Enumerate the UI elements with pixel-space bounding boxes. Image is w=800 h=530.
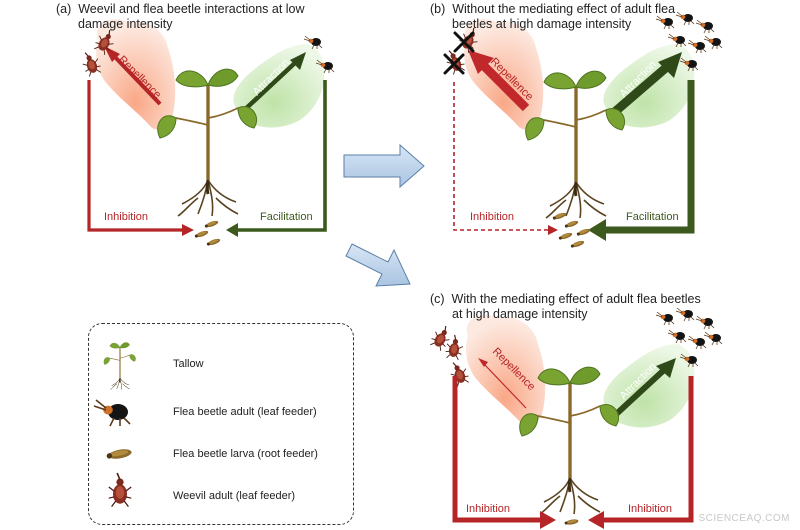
- attraction-arrow: [607, 62, 671, 120]
- facilitation-label: Facilitation: [260, 211, 313, 223]
- process-arrow-a-to-c: [345, 243, 411, 287]
- inhibition-link: [453, 82, 548, 231]
- flea-beetle-larva-icon: [564, 518, 579, 526]
- facilitation-link: [238, 80, 327, 232]
- flea-beetle-larva-icon: [558, 231, 573, 241]
- process-arrow-a-to-b: [343, 143, 425, 189]
- flea-beetle-larva-icon: [576, 227, 591, 237]
- flea-beetle-larva-icon: [552, 211, 567, 221]
- attraction-arrow: [609, 367, 667, 421]
- panel-a-title: (a) Weevil and flea beetle interactions …: [56, 2, 356, 32]
- flea-beetle-larva-icon: [204, 219, 219, 229]
- legend-label: Tallow: [173, 358, 204, 370]
- legend-item-weevil-adult: Weevil adult (leaf feeder): [89, 478, 349, 518]
- repellence-arrow: [112, 54, 162, 106]
- legend-item-flea-beetle-adult: Flea beetle adult (leaf feeder): [89, 394, 349, 434]
- panel-c: Repellence Attraction Inhibition Inhibit…: [427, 307, 723, 529]
- panel-a-title-line1: (a) Weevil and flea beetle interactions …: [56, 2, 305, 16]
- flea-beetle-adult-icon: [703, 331, 723, 346]
- repellence-arrow: [478, 60, 530, 112]
- legend: Tallow Flea beetle adult (leaf feeder) F…: [88, 323, 354, 525]
- panel-a: Repellence Attraction Inhibition Facilit…: [78, 19, 335, 247]
- inhibition-link: [87, 80, 182, 232]
- panel-b-title-line1: (b) Without the mediating effect of adul…: [430, 2, 676, 16]
- legend-label: Weevil adult (leaf feeder): [173, 490, 296, 502]
- facilitation-link: [604, 80, 695, 234]
- weevil-adult-icon: [443, 333, 466, 361]
- panel-c-title: (c) With the mediating effect of adult f…: [430, 292, 760, 322]
- flea-beetle-adult-icon: [687, 39, 707, 54]
- legend-label: Flea beetle larva (root feeder): [173, 448, 318, 460]
- inhibition-label: Inhibition: [628, 503, 672, 515]
- inhibition-label: Inhibition: [104, 211, 148, 223]
- repellence-cloud: Repellence: [466, 315, 546, 426]
- panel-b-title-line2: beetles at high damage intensity: [452, 17, 632, 31]
- watermark: SCIENCEAQ.COM: [698, 513, 790, 524]
- flea-beetle-larva-icon: [194, 229, 209, 239]
- attraction-cloud: Attraction: [603, 44, 695, 128]
- flea-beetle-larva-icon: [570, 239, 585, 249]
- flea-beetle-adult-icon: [667, 329, 687, 344]
- legend-item-flea-beetle-larva: Flea beetle larva (root feeder): [89, 436, 349, 476]
- weevil-adult-icon: [446, 358, 472, 388]
- panel-b-title: (b) Without the mediating effect of adul…: [430, 2, 760, 32]
- panel-a-title-line2: damage intensity: [78, 17, 173, 31]
- flea-beetle-larva-icon: [206, 237, 221, 247]
- inhibition-label: Inhibition: [470, 211, 514, 223]
- inhibition-link: [452, 376, 540, 523]
- repellence-cloud: Repellence: [96, 19, 176, 130]
- panel-c-title-line1: (c) With the mediating effect of adult f…: [430, 292, 701, 306]
- inhibition-label: Inhibition: [466, 503, 510, 515]
- panel-b: Repellence Attraction Inhibition Facilit…: [442, 11, 723, 249]
- flea-beetle-adult-icon: [703, 35, 723, 50]
- legend-label: Flea beetle adult (leaf feeder): [173, 406, 317, 418]
- attraction-arrow: [238, 60, 298, 116]
- flea-beetle-larva-icon: [564, 219, 579, 229]
- panel-c-title-line2: at high damage intensity: [452, 307, 588, 321]
- legend-item-tallow: Tallow: [89, 346, 349, 386]
- facilitation-label: Facilitation: [626, 211, 679, 223]
- repellence-cloud: Repellence: [464, 19, 544, 130]
- inhibition-link: [604, 376, 694, 523]
- flea-beetle-adult-icon: [687, 335, 707, 350]
- attraction-cloud: Attraction: [233, 44, 325, 128]
- repellence-arrow: [483, 363, 527, 409]
